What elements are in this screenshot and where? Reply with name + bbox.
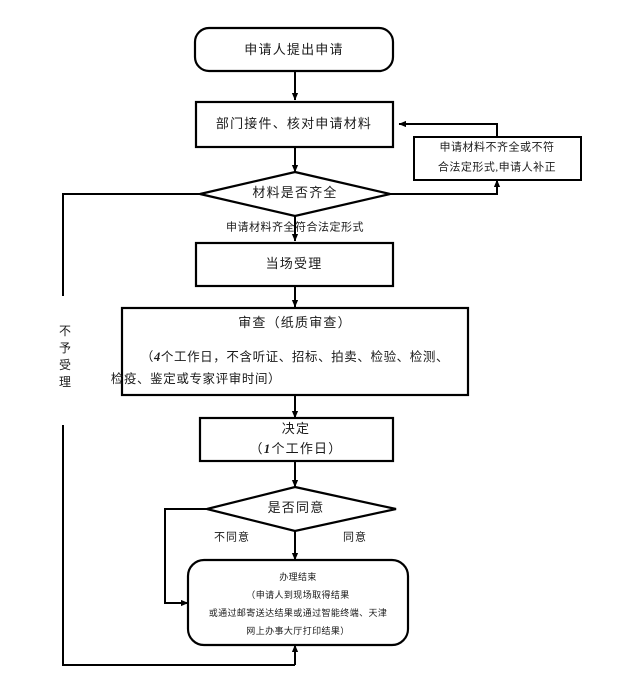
- edge-label-materials-complete: 申请材料齐全符合法定形式: [226, 220, 364, 234]
- edge-label-reject-vertical: 不 予 受 理: [56, 323, 74, 391]
- node-review-detail-days: 4: [153, 350, 161, 364]
- node-correction[interactable]: 申请材料不齐全或不符 合法定形式,申请人补正: [413, 136, 582, 181]
- node-finish[interactable]: 办理结束 （申请人到现场取得结果 或通过邮寄送达结果或通过智能终端、天津 网上办…: [186, 558, 410, 647]
- reject-char-2: 予: [58, 341, 71, 355]
- connector-check-to-correction: [390, 179, 501, 195]
- node-review-detail-rest: 个工作日，不含听证、招标、拍卖、检验、检测、: [161, 349, 449, 364]
- node-finish-line4: 网上办事大厅打印结果）: [246, 625, 349, 636]
- node-correction-line2: 合法定形式,申请人补正: [438, 160, 556, 174]
- node-review[interactable]: 审查（纸质审查） （4个工作日，不含听证、招标、拍卖、检验、检测、 检疫、鉴定或…: [111, 306, 470, 397]
- node-decision[interactable]: 决定 （1个工作日）: [198, 416, 395, 463]
- node-decision-line1: 决定: [282, 421, 310, 436]
- reject-char-1: 不: [58, 324, 71, 338]
- node-receive[interactable]: 部门接件、核对申请材料: [194, 100, 395, 149]
- node-receive-label: 部门接件、核对申请材料: [216, 116, 372, 131]
- node-finish-line2: （申请人到现场取得结果: [246, 589, 349, 600]
- node-agree-decision-label: 是否同意: [268, 500, 325, 515]
- connector-check-to-reject-rail: [62, 193, 200, 296]
- node-correction-line1: 申请材料不齐全或不符: [440, 140, 555, 154]
- node-decision-rest: 个工作日）: [271, 441, 342, 456]
- node-check-decision-label: 材料是否齐全: [252, 185, 337, 200]
- node-start-label: 申请人提出申请: [244, 42, 343, 57]
- node-check-decision[interactable]: 材料是否齐全: [199, 170, 391, 218]
- node-review-detail-prefix: （: [141, 350, 154, 364]
- node-review-title: 审查（纸质审查）: [238, 315, 352, 330]
- node-review-detail-line2: 检疫、鉴定或专家评审时间）: [111, 371, 281, 386]
- node-finish-line3: 或通过邮寄送达结果或通过智能终端、天津: [209, 607, 388, 618]
- node-decision-line2: （1个工作日）: [250, 441, 343, 456]
- edge-label-agree: 同意: [343, 530, 367, 544]
- node-decision-days: 1: [264, 441, 272, 456]
- node-start[interactable]: 申请人提出申请: [193, 26, 395, 73]
- reject-char-3: 受: [58, 358, 71, 372]
- connector-correction-to-receive: [398, 120, 498, 137]
- edge-label-disagree: 不同意: [214, 530, 250, 544]
- node-review-detail-line1: （4个工作日，不含听证、招标、拍卖、检验、检测、: [141, 349, 449, 364]
- node-finish-line1: 办理结束: [279, 571, 317, 582]
- connector-reject-rail-bottom: [62, 425, 295, 666]
- reject-char-4: 理: [58, 375, 71, 389]
- node-agree-decision[interactable]: 是否同意: [206, 485, 397, 533]
- node-accept[interactable]: 当场受理: [194, 241, 395, 288]
- node-decision-prefix: （: [250, 441, 264, 456]
- node-accept-label: 当场受理: [266, 256, 323, 271]
- connector-disagree-to-finish: [164, 508, 207, 607]
